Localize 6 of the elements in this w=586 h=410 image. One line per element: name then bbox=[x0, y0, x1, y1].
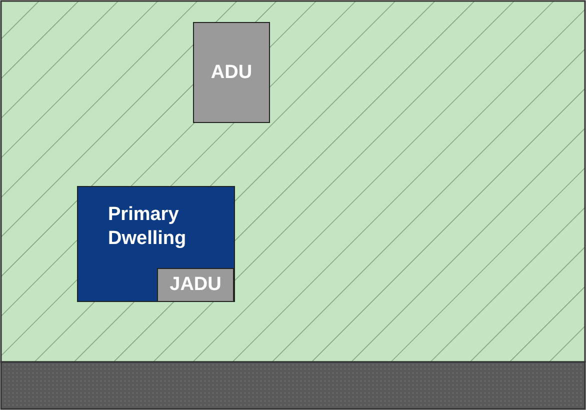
node-label: Primary Dwelling bbox=[108, 203, 188, 250]
node-label: ADU bbox=[210, 60, 254, 84]
node-label: JADU bbox=[168, 273, 222, 297]
jadu-box bbox=[157, 268, 234, 302]
adu-box bbox=[193, 22, 270, 123]
primary-dwelling-box bbox=[77, 186, 235, 302]
